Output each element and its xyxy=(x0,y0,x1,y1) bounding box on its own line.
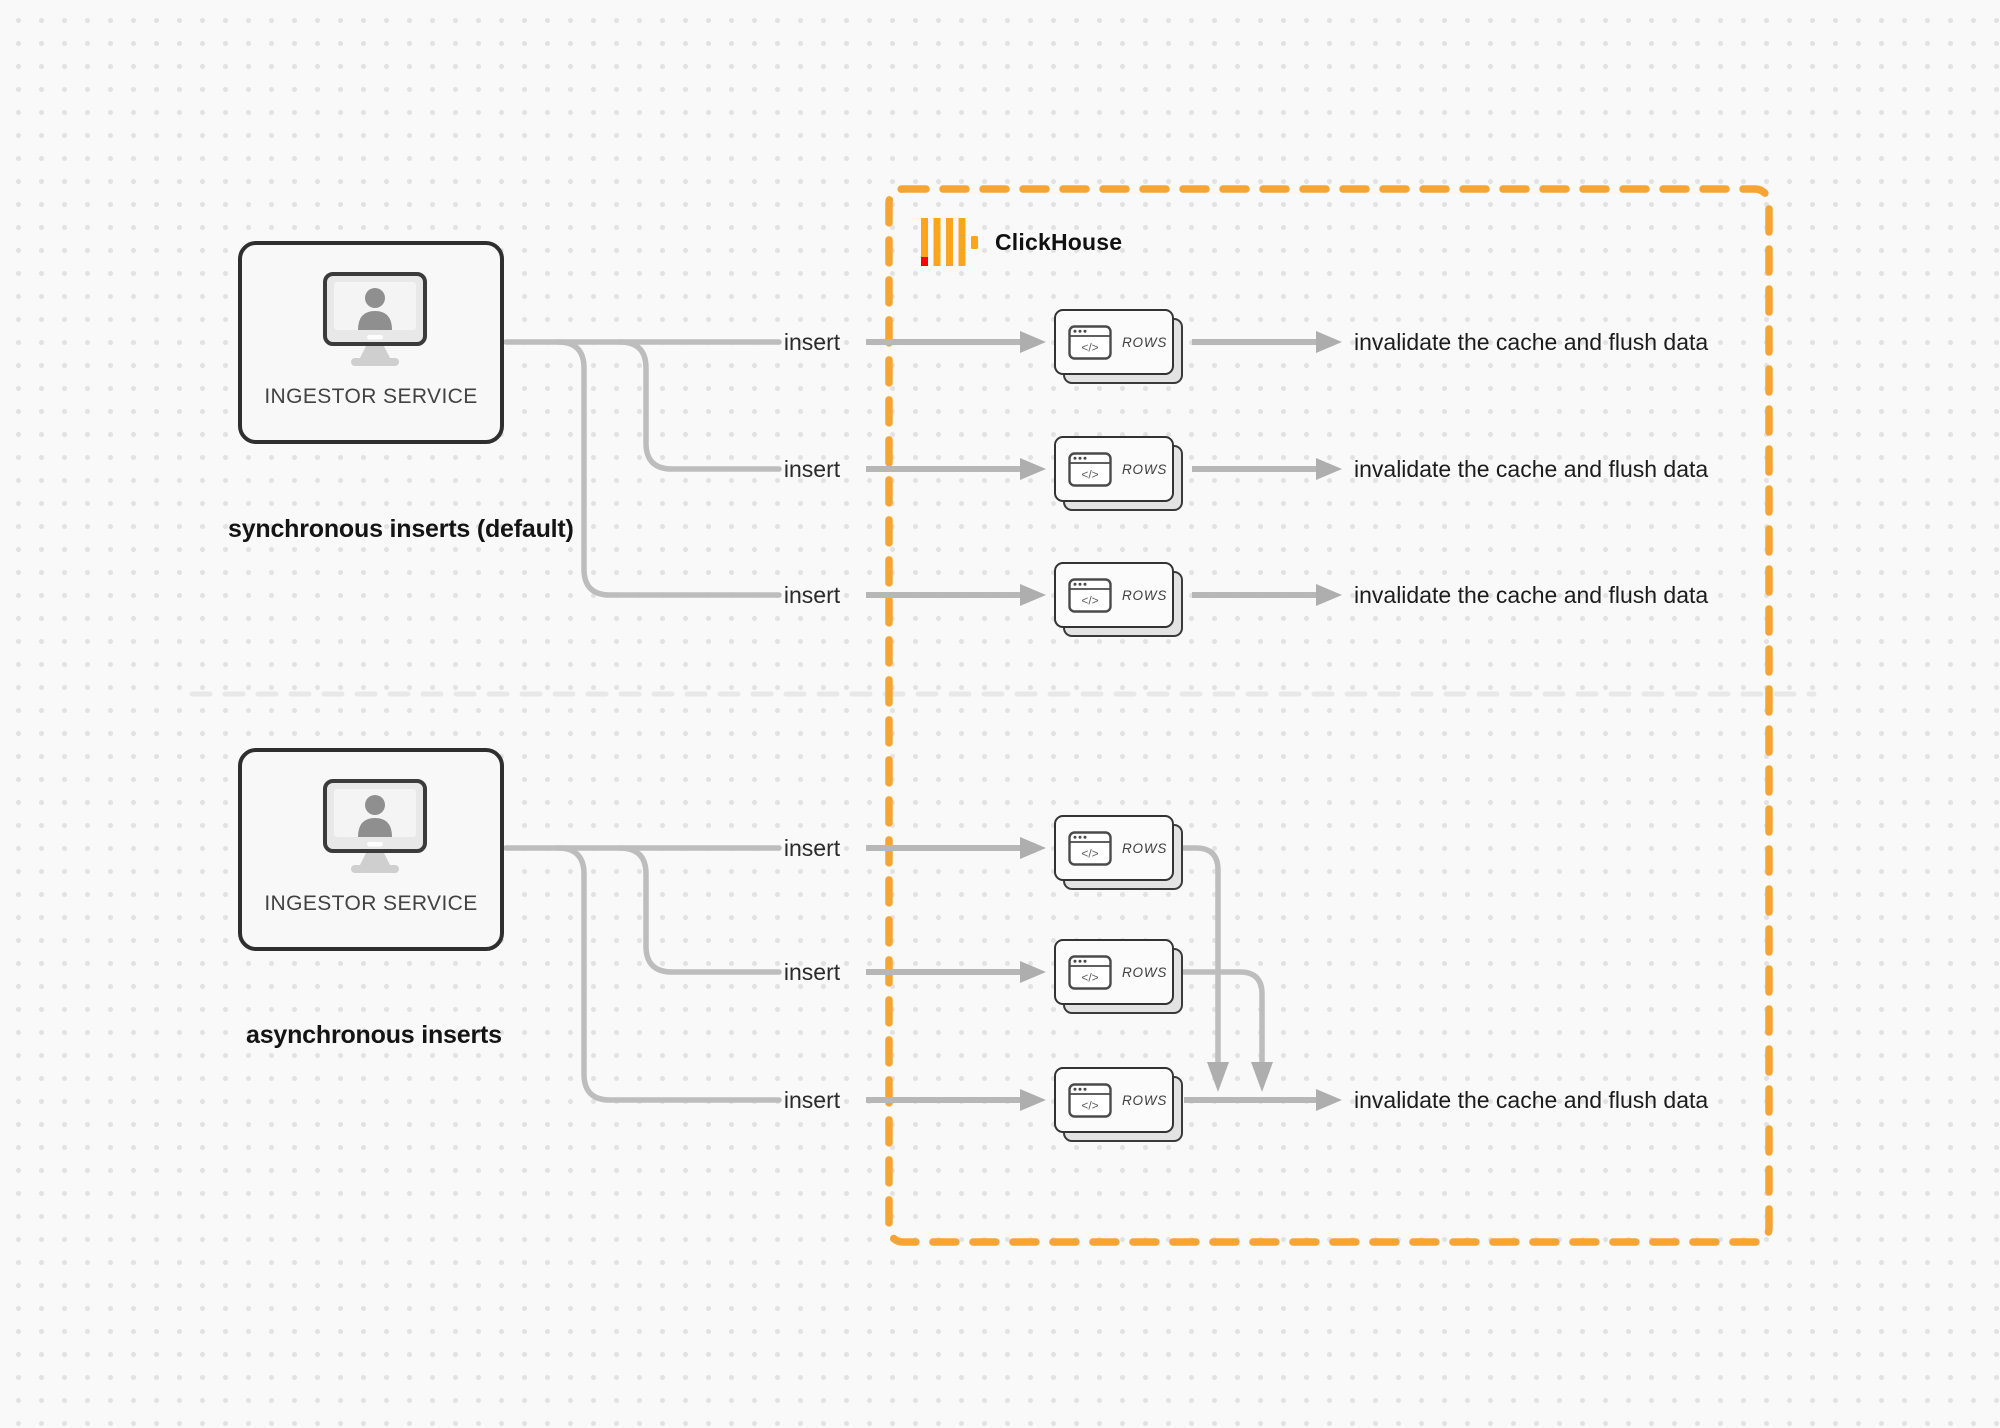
code-window-icon: </> xyxy=(1068,1082,1112,1118)
insert-label: insert xyxy=(783,959,841,985)
result-label: invalidate the cache and flush data xyxy=(1354,329,1709,355)
ingestor-service-label: INGESTOR SERVICE xyxy=(264,385,478,408)
code-window-icon: </> xyxy=(1068,954,1112,990)
result-label: invalidate the cache and flush data xyxy=(1354,582,1709,608)
insert-label: insert xyxy=(783,582,841,608)
rows-card: </> ROWS xyxy=(1054,309,1174,375)
rows-card: </> ROWS xyxy=(1054,436,1174,502)
rows-label: ROWS xyxy=(1122,840,1168,856)
clickhouse-boundary-box xyxy=(885,185,1773,1246)
rows-label: ROWS xyxy=(1122,1092,1168,1108)
result-arrow xyxy=(1192,331,1342,606)
rows-label: ROWS xyxy=(1122,461,1168,477)
result-label: invalidate the cache and flush data xyxy=(1354,1087,1709,1113)
svg-text:</>: </> xyxy=(1081,1098,1098,1112)
result-label: invalidate the cache and flush data xyxy=(1354,456,1709,482)
insert-label: insert xyxy=(783,456,841,482)
insert-label: insert xyxy=(783,329,841,355)
ingestor-service-box-sync: INGESTOR SERVICE xyxy=(238,241,504,444)
async-fanout-connector xyxy=(503,845,782,1103)
sync-caption: synchronous inserts (default) xyxy=(228,515,574,543)
rows-label: ROWS xyxy=(1122,334,1168,350)
rows-card: </> ROWS xyxy=(1054,939,1174,1005)
async-caption: asynchronous inserts xyxy=(246,1021,502,1049)
insert-arrow xyxy=(866,837,1046,1111)
merge-arrow xyxy=(1181,845,1342,1111)
svg-text:</>: </> xyxy=(1081,340,1098,354)
ingestor-service-label: INGESTOR SERVICE xyxy=(264,892,478,915)
rows-card: </> ROWS xyxy=(1054,562,1174,628)
rows-label: ROWS xyxy=(1122,964,1168,980)
insert-arrow xyxy=(866,331,1046,606)
rows-card: </> ROWS xyxy=(1054,1067,1174,1133)
monitor-user-icon xyxy=(323,272,427,366)
svg-text:</>: </> xyxy=(1081,593,1098,607)
rows-label: ROWS xyxy=(1122,587,1168,603)
monitor-user-icon xyxy=(323,779,427,873)
clickhouse-logo-icon xyxy=(921,218,978,266)
code-window-icon: </> xyxy=(1068,324,1112,360)
ingestor-service-box-async: INGESTOR SERVICE xyxy=(238,748,504,951)
code-window-icon: </> xyxy=(1068,830,1112,866)
sync-fanout-connector xyxy=(503,339,782,598)
rows-card: </> ROWS xyxy=(1054,815,1174,881)
svg-text:</>: </> xyxy=(1081,846,1098,860)
clickhouse-label: ClickHouse xyxy=(995,229,1123,255)
svg-text:</>: </> xyxy=(1081,467,1098,481)
svg-text:</>: </> xyxy=(1081,970,1098,984)
code-window-icon: </> xyxy=(1068,451,1112,487)
insert-label: insert xyxy=(783,835,841,861)
code-window-icon: </> xyxy=(1068,577,1112,613)
insert-label: insert xyxy=(783,1087,841,1113)
